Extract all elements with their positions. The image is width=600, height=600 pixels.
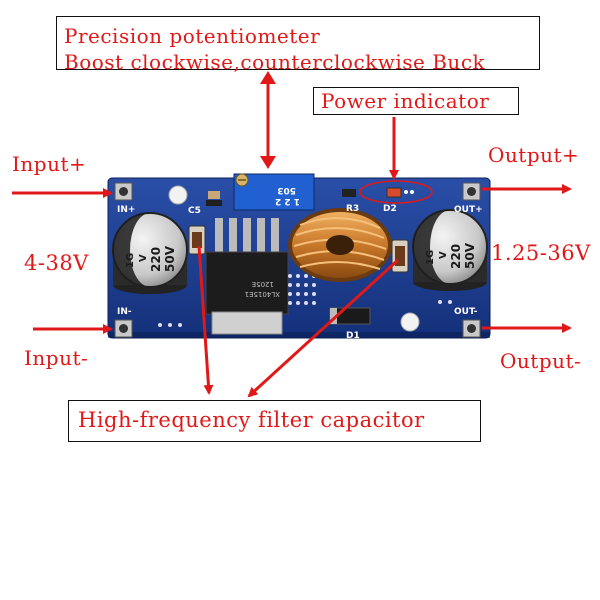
ic-marking: XL4015E1 1205E [245,280,280,298]
input-voltage-label: 4-38V [24,251,89,275]
silk-in-plus: IN+ [117,205,135,215]
arrow-potentiometer-down [260,156,276,169]
silk-c5: C5 [188,206,201,216]
power-led [359,180,433,204]
input-capacitor-marking: 1G V 220 50V [125,245,177,272]
out-cap-line1: 1G [425,250,436,265]
terminal-pads [114,182,481,338]
regulator-ic [205,218,289,335]
output-plus-label: Output+ [488,143,580,167]
out-cap-line4: 50V [463,242,477,269]
filter-capacitor-left [188,225,206,255]
in-cap-line4: 50V [163,245,177,272]
input-plus-label: Input+ [12,152,87,176]
inductor-coil [288,208,392,282]
in-cap-line1: 1G [125,253,136,268]
silk-d1: D1 [346,331,360,341]
pot-code-2: 1 2 2 [275,196,300,206]
in-cap-line3: 220 [149,247,163,272]
pcb-vias [158,274,452,327]
smd-resistor-r3 [342,189,356,197]
hf-filter-capacitor-callout: High-frequency filter capacitor [68,400,481,442]
output-voltage-label: 1.25-36V [491,241,591,265]
power-indicator-callout: Power indicator [313,87,519,115]
output-capacitor-marking: 1G V 220 50V [425,242,477,269]
in-cap-line2: V [138,254,149,262]
pot-code-1: 503 [277,185,296,195]
pcb-silkscreen: IN+ IN- OUT+ OUT- C5 R3 D2 D1 [117,204,483,341]
precision-potentiometer-callout: Precision potentiometer Boost clockwise,… [56,16,540,74]
silk-d2: D2 [383,204,397,214]
precision-line2: Boost clockwise,counterclockwise Buck [64,50,486,74]
annotation-arrows [12,71,572,398]
arrow-filter-cap-right [247,258,400,398]
ic-line2: 1205E [252,280,274,288]
silk-in-minus: IN- [117,307,132,317]
silk-out-plus: OUT+ [454,205,483,215]
silk-out-minus: OUT- [454,307,478,317]
output-capacitor [412,209,488,291]
filter-capacitor-right [391,239,409,273]
arrow-filter-cap-left [197,245,214,395]
input-minus-label: Input- [24,346,89,370]
smd-capacitor-c5 [206,191,222,206]
out-cap-line3: 220 [449,244,463,269]
input-capacitor [112,212,188,294]
precision-line1: Precision potentiometer [64,24,321,48]
arrow-potentiometer-up [260,71,276,84]
silk-r3: R3 [346,204,359,214]
potentiometer-marking: 503 1 2 2 [275,185,300,206]
output-minus-label: Output- [500,349,582,373]
out-cap-line2: V [438,251,449,259]
ic-line1: XL4015E1 [245,290,280,298]
mounting-holes [168,185,420,332]
potentiometer [233,173,315,211]
